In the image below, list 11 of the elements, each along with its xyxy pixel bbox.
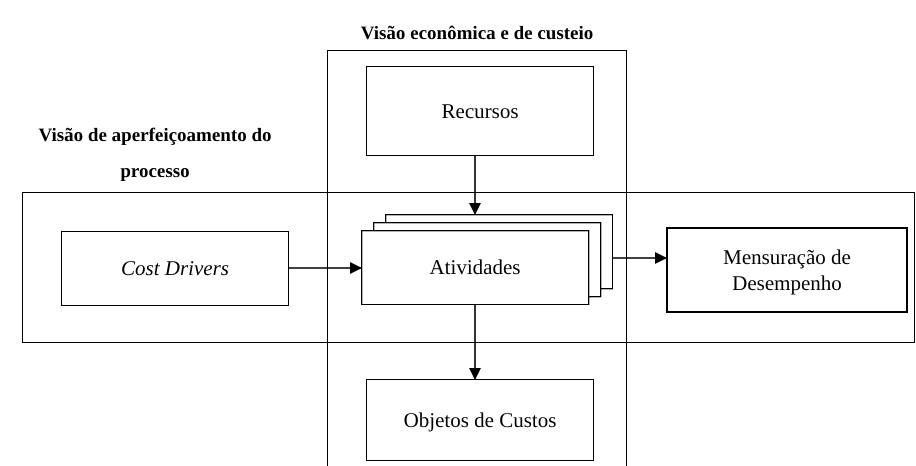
arrow: [289, 262, 362, 274]
band-heading: Visão de aperfeiçoamento do processo: [37, 124, 273, 184]
process-box: Recursos: [366, 66, 594, 156]
process-box: Cost Drivers: [61, 231, 289, 306]
arrow: [469, 305, 481, 380]
box-label: Atividades: [430, 255, 520, 280]
arrow: [469, 156, 481, 215]
process-box: Objetos de Custos: [366, 379, 594, 461]
process-box: Mensuração de Desempenho: [666, 227, 908, 313]
band-heading: Visão econômica e de custeio: [360, 22, 594, 46]
arrow: [613, 252, 667, 264]
